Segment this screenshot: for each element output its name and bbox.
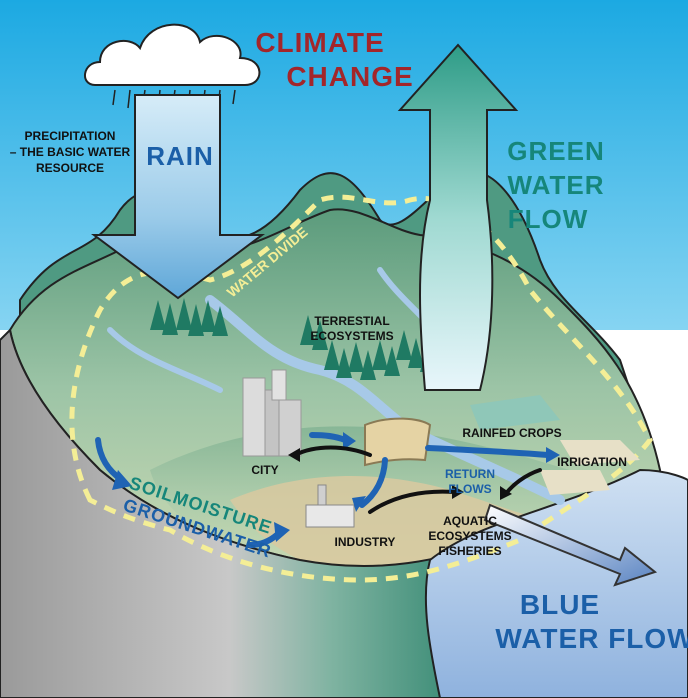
green-water-flow-arrow [397, 43, 519, 391]
city-label: CITY [251, 463, 278, 477]
industry-buildings [305, 484, 355, 528]
precipitation-label-line1: PRECIPITATION [25, 129, 116, 143]
river-main [205, 295, 565, 505]
rain-cloud-icon [84, 23, 261, 86]
irrigation-label: IRRIGATION [557, 455, 627, 469]
dam [364, 417, 432, 467]
city-buildings [242, 369, 302, 457]
precipitation-label-line3: RESOURCE [36, 161, 104, 175]
blue-water-flow-arrow [483, 503, 658, 587]
industry-label: INDUSTRY [335, 535, 396, 549]
green-water-flow-label-line1: GREEN [507, 136, 604, 166]
river-tributary [107, 327, 223, 393]
rain-label: RAIN [146, 141, 214, 171]
precipitation-label-line2: – THE BASIC WATER [10, 145, 131, 159]
return-flows-line2: FLOWS [448, 482, 491, 496]
rainfed-crops-label: RAINFED CROPS [462, 426, 561, 440]
green-water-flow-label-line3: FLOW [508, 204, 589, 234]
green-water-flow-label-line2: WATER [508, 170, 605, 200]
blue-water-flow-line2: WATER FLOW [495, 623, 688, 654]
aquatic-ecosystems-line2: ECOSYSTEMS [428, 529, 511, 543]
aquatic-ecosystems-line1: AQUATIC [443, 514, 497, 528]
terrestial-ecosystems-line2: ECOSYSTEMS [310, 329, 393, 343]
arrowheads-black [288, 448, 512, 500]
aquatic-ecosystems-line3: FISHERIES [438, 544, 501, 558]
return-flows-line1: RETURN [445, 467, 495, 481]
climate-change-title-line2: CHANGE [286, 61, 413, 92]
rain-arrow [91, 94, 265, 300]
blue-water-flow-line1: BLUE [520, 589, 600, 620]
crop-fields [470, 395, 640, 495]
climate-change-title-line1: CLIMATE [255, 27, 384, 58]
water-divide-line [69, 194, 653, 583]
terrestial-ecosystems-line1: TERRESTIAL [314, 314, 389, 328]
arrowheads-blue [112, 432, 560, 542]
